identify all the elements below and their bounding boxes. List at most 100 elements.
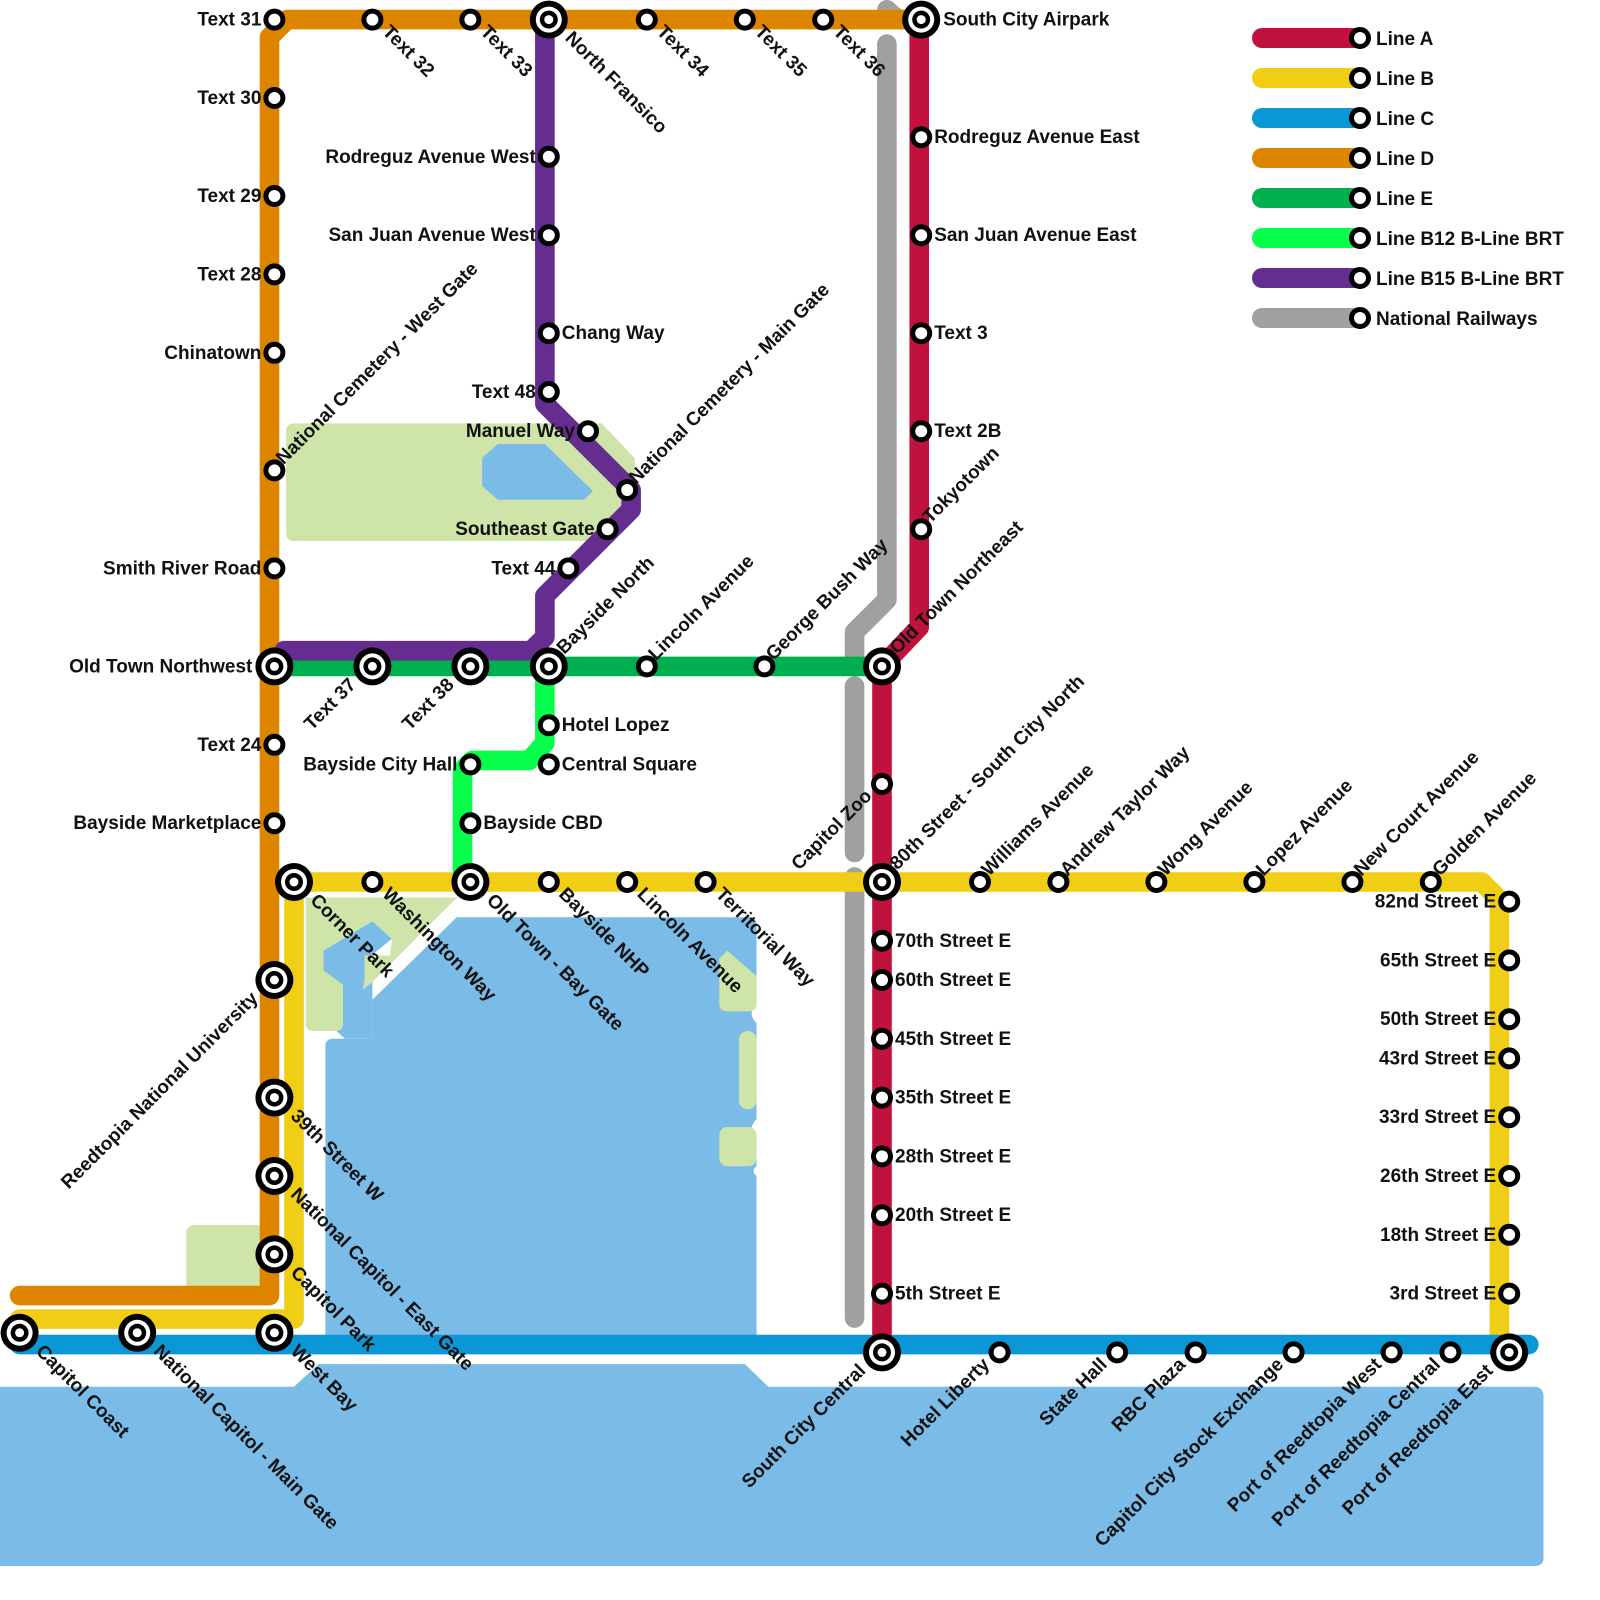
station-text3[interactable]: Text 3 [910, 322, 988, 345]
interchange-center [465, 877, 475, 887]
station-33rd[interactable]: 33rd Street E [1379, 1106, 1521, 1129]
station-label: Chinatown [164, 343, 261, 364]
station-dot [537, 381, 560, 403]
water-cemetery-pond [482, 443, 593, 500]
station-text31[interactable]: Text 31 [197, 8, 286, 31]
station-text30[interactable]: Text 30 [197, 87, 286, 109]
station-dot [1498, 1282, 1521, 1305]
station-dot [537, 871, 560, 893]
legend-station-dot [1349, 307, 1371, 329]
station-manuel-way[interactable]: Manuel Way [466, 420, 599, 443]
station-rodreguz-w[interactable]: Rodreguz Avenue West [325, 145, 560, 168]
station-43rd[interactable]: 43rd Street E [1379, 1047, 1521, 1070]
station-dot [910, 224, 933, 247]
station-dot [910, 322, 933, 345]
station-dot [361, 871, 384, 893]
station-hotel-lopez[interactable]: Hotel Lopez [537, 714, 669, 737]
station-35th[interactable]: 35th Street E [871, 1086, 1012, 1109]
station-text2b[interactable]: Text 2B [910, 420, 1002, 443]
station-label: Bayside Marketplace [73, 813, 261, 834]
legend-item-line-e: Line E [1252, 187, 1433, 210]
station-label: 45th Street E [895, 1029, 1011, 1050]
station-dot [733, 8, 756, 31]
station-dot [537, 322, 560, 345]
station-dot [635, 655, 658, 678]
interchange-center [269, 1328, 279, 1338]
station-dot [1498, 1008, 1521, 1031]
station-bayside-cbd[interactable]: Bayside CBD [459, 812, 603, 835]
station-reedtopia-univ[interactable]: Reedtopia National University [57, 961, 294, 1194]
station-45th[interactable]: 45th Street E [871, 1027, 1012, 1050]
station-3rd[interactable]: 3rd Street E [1390, 1282, 1521, 1305]
station-28th[interactable]: 28th Street E [871, 1145, 1012, 1168]
station-label: Text 44 [491, 558, 556, 579]
station-dot [537, 753, 560, 776]
station-label: 28th Street E [895, 1146, 1011, 1167]
station-26th[interactable]: 26th Street E [1380, 1165, 1521, 1187]
station-label: 60th Street E [895, 970, 1011, 991]
station-sanjuan-e[interactable]: San Juan Avenue East [910, 224, 1138, 247]
station-text24[interactable]: Text 24 [197, 733, 286, 756]
station-text44[interactable]: Text 44 [491, 557, 580, 580]
legend-item-national-railways: National Railways [1252, 307, 1538, 330]
station-rodreguz-e[interactable]: Rodreguz Avenue East [910, 126, 1141, 149]
station-dot [263, 557, 286, 580]
legend-label: Line E [1376, 189, 1433, 210]
legend-station-dot [1349, 227, 1371, 249]
station-new-court[interactable]: New Court Avenue [1341, 747, 1484, 893]
station-label: 70th Street E [895, 931, 1011, 952]
station-65th[interactable]: 65th Street E [1380, 949, 1521, 972]
station-label: Bayside CBD [483, 813, 602, 834]
station-dot [263, 263, 286, 286]
station-smith-river[interactable]: Smith River Road [103, 557, 286, 580]
station-sanjuan-w[interactable]: San Juan Avenue West [328, 224, 560, 247]
station-dot [969, 871, 991, 893]
station-18th[interactable]: 18th Street E [1380, 1223, 1521, 1246]
station-label: Rodreguz Avenue West [325, 147, 536, 168]
station-label: 3rd Street E [1390, 1284, 1497, 1305]
station-60th[interactable]: 60th Street E [871, 969, 1012, 991]
station-dot [263, 812, 286, 835]
station-sc-airpark[interactable]: South City Airpark [902, 0, 1110, 39]
water-bay-bottom [0, 1364, 1544, 1567]
station-label: 80th Street - South City North [886, 671, 1089, 874]
station-dot [263, 185, 286, 207]
station-label: San Juan Avenue West [328, 225, 536, 246]
station-label: Text 3 [934, 323, 988, 344]
station-dot [1498, 1223, 1521, 1246]
station-bayside-market[interactable]: Bayside Marketplace [73, 812, 286, 835]
station-dot [988, 1341, 1011, 1364]
legend-label: Line C [1376, 109, 1434, 130]
station-southeast-gate[interactable]: Southeast Gate [455, 518, 619, 541]
station-dot [263, 341, 286, 364]
station-label: 65th Street E [1380, 950, 1496, 971]
station-text29[interactable]: Text 29 [197, 185, 286, 207]
station-50th[interactable]: 50th Street E [1380, 1008, 1521, 1031]
station-bayside-ch[interactable]: Bayside City Hall [303, 753, 482, 776]
station-label: Lincoln Avenue [645, 551, 759, 665]
station-70th[interactable]: 70th Street E [871, 929, 1012, 952]
station-label: Text 30 [197, 88, 261, 109]
station-label: Text 24 [197, 735, 262, 756]
station-central-sq[interactable]: Central Square [537, 753, 697, 776]
station-old-town-nw[interactable]: Old Town Northwest [69, 647, 294, 686]
station-natcem-main[interactable]: National Cemetery - Main Gate [616, 279, 834, 501]
station-5th[interactable]: 5th Street E [871, 1282, 1001, 1305]
station-chinatown[interactable]: Chinatown [164, 341, 286, 364]
station-82nd[interactable]: 82nd Street E [1375, 890, 1521, 913]
station-dot [1047, 871, 1070, 893]
station-dot [1498, 890, 1521, 913]
station-dot [871, 1145, 893, 1168]
legend-item-line-a: Line A [1252, 27, 1434, 50]
station-80th[interactable]: 80th Street - South City North [863, 671, 1089, 901]
station-text48[interactable]: Text 48 [472, 381, 560, 403]
station-label: 43rd Street E [1379, 1048, 1496, 1069]
station-text28[interactable]: Text 28 [197, 263, 286, 286]
station-20th[interactable]: 20th Street E [871, 1204, 1012, 1227]
station-label: Old Town Northwest [69, 656, 253, 677]
station-label: Reedtopia National University [57, 988, 263, 1194]
station-chang-way[interactable]: Chang Way [537, 322, 665, 345]
station-label: Wong Avenue [1154, 777, 1257, 880]
station-dot [1341, 871, 1364, 893]
interchange-center [465, 661, 475, 671]
